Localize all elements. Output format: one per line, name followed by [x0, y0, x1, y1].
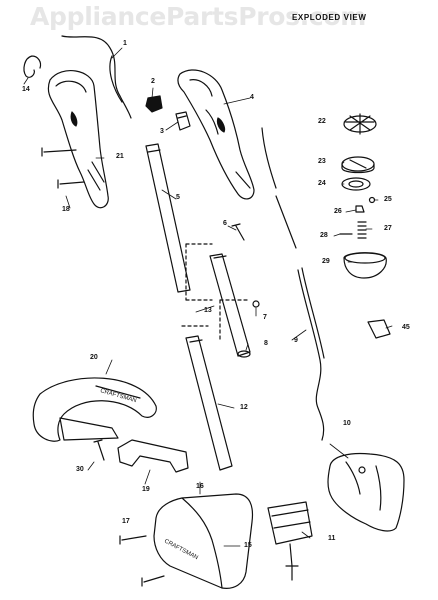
part-cord — [61, 35, 132, 119]
callout-12: 12 — [240, 404, 248, 411]
part-bracket — [367, 319, 391, 339]
callout-23: 23 — [318, 158, 326, 165]
callout-21: 21 — [116, 153, 124, 160]
part-nut-26 — [355, 205, 365, 213]
callout-20: 20 — [90, 354, 98, 361]
callout-27: 27 — [384, 225, 392, 232]
diagram-title: EXPLODED VIEW — [292, 13, 367, 22]
part-motor-cover — [153, 493, 254, 589]
part-ring — [341, 177, 371, 191]
part-screw-17 — [119, 535, 147, 545]
part-screw-30 — [93, 439, 105, 461]
callout-30: 30 — [76, 466, 84, 473]
callout-13: 13 — [204, 307, 212, 314]
part-nut-7 — [252, 300, 260, 308]
part-coupler — [209, 253, 251, 357]
part-clamp — [145, 95, 163, 113]
part-handle-right — [177, 69, 255, 200]
callout-11: 11 — [328, 535, 336, 542]
part-handle-left — [47, 70, 109, 209]
part-lower-tube — [185, 335, 233, 471]
part-screw-6 — [231, 223, 245, 241]
callout-7: 7 — [263, 314, 267, 321]
callout-26: 26 — [334, 208, 342, 215]
part-screw-lower — [141, 575, 165, 587]
callout-22: 22 — [318, 118, 326, 125]
callout-2: 2 — [151, 78, 155, 85]
callout-9: 9 — [294, 337, 298, 344]
callout-6: 6 — [223, 220, 227, 227]
watermark: AppliancePartsPros.com — [30, 2, 367, 31]
callout-16: 16 — [196, 483, 204, 490]
part-clip — [23, 55, 42, 78]
callout-3: 3 — [160, 128, 164, 135]
callout-5: 5 — [176, 194, 180, 201]
callout-18: 18 — [62, 206, 70, 213]
callout-17: 17 — [122, 518, 130, 525]
part-drive-rod — [275, 195, 297, 249]
callout-19: 19 — [142, 486, 150, 493]
part-motor — [267, 501, 313, 545]
callout-4: 4 — [250, 94, 254, 101]
part-motor-housing — [327, 452, 405, 532]
callout-14: 14 — [22, 86, 30, 93]
part-guard-bracket — [117, 439, 189, 473]
part-screw-18 — [57, 179, 85, 189]
callout-24: 24 — [318, 180, 326, 187]
part-spool-housing — [343, 252, 387, 279]
callout-8: 8 — [264, 340, 268, 347]
callout-28: 28 — [320, 232, 328, 239]
callout-15: 15 — [244, 542, 252, 549]
callout-45: 45 — [402, 324, 410, 331]
callout-25: 25 — [384, 196, 392, 203]
part-switch — [175, 111, 191, 131]
part-spring — [357, 221, 367, 239]
callout-29: 29 — [322, 258, 330, 265]
callout-10: 10 — [343, 420, 351, 427]
part-upper-tube — [145, 143, 191, 293]
callout-1: 1 — [123, 40, 127, 47]
